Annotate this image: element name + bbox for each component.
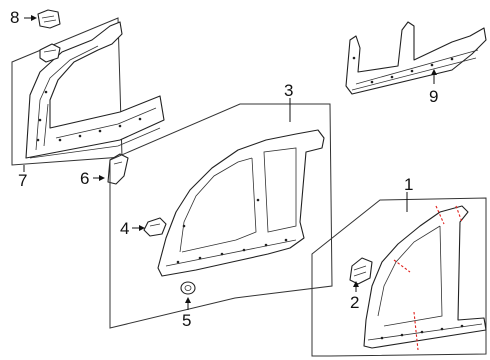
panel-3-outline <box>109 103 333 329</box>
panel-group-7 <box>11 9 165 166</box>
panel-group-1 <box>311 197 487 357</box>
callout-2: 2 <box>350 293 360 312</box>
callout-1: 1 <box>404 175 414 194</box>
panel-1-outline <box>311 197 487 357</box>
center-side-frame-part <box>157 129 325 277</box>
callout-8: 8 <box>10 8 20 27</box>
trim-6-part <box>107 153 129 185</box>
outer-side-frame-part <box>363 205 487 349</box>
callout-7: 7 <box>18 171 28 190</box>
cut-line-c <box>455 205 463 223</box>
callout-3: 3 <box>284 81 294 100</box>
cut-line-a <box>393 259 411 273</box>
callout-9: 9 <box>429 87 439 106</box>
callout-6: 6 <box>80 169 90 188</box>
bracket-2-part <box>349 257 373 285</box>
panel-group-3 <box>109 103 333 329</box>
nut-5-part <box>180 281 196 295</box>
cut-line-b <box>435 205 445 225</box>
inner-side-panel-part <box>25 21 165 159</box>
bracket-8-part <box>37 9 61 29</box>
rocker-9-part <box>345 21 487 95</box>
leader-lines <box>23 15 437 310</box>
callout-5: 5 <box>182 311 192 330</box>
small-bracket-part <box>39 43 61 63</box>
cut-line-d <box>413 311 419 351</box>
callout-4: 4 <box>120 219 130 238</box>
clip-4-part <box>143 217 167 237</box>
